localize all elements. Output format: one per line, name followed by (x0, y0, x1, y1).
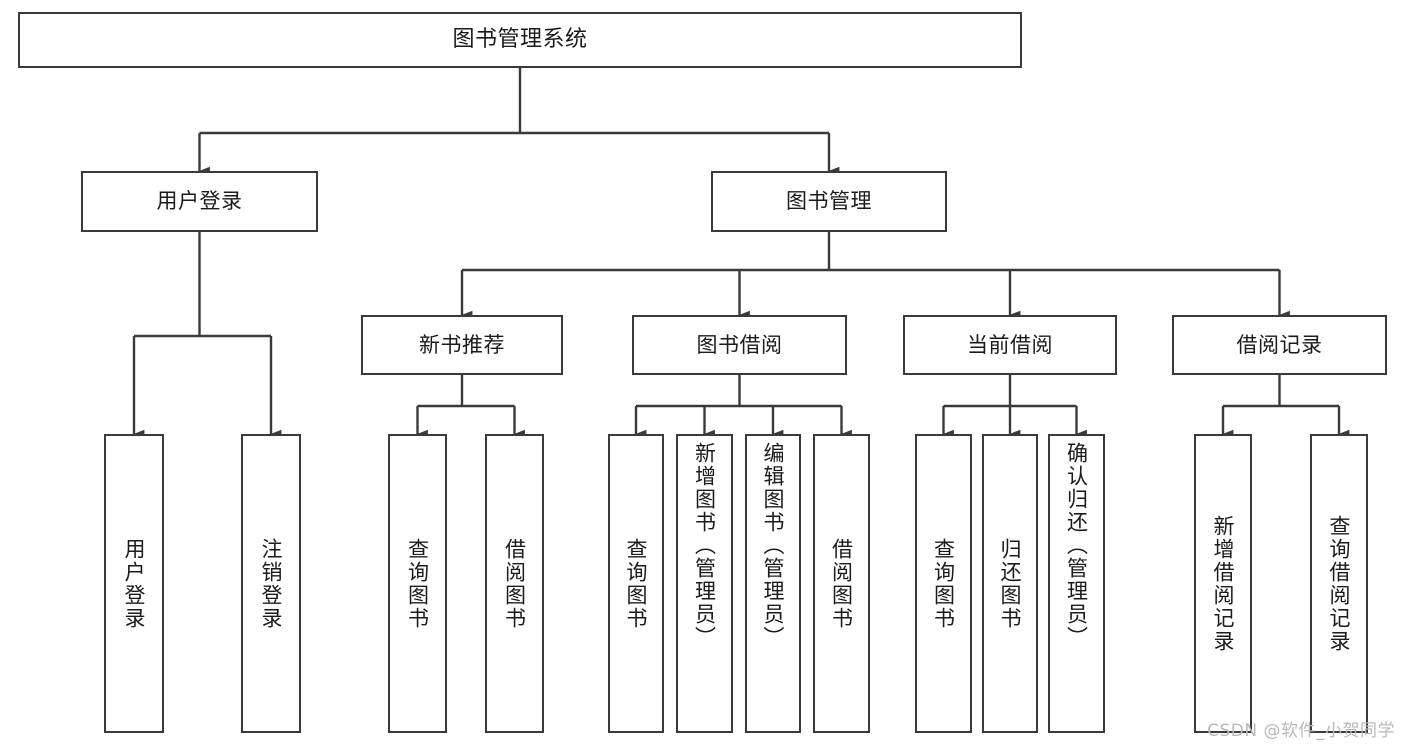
node-l-login[interactable]: 用户登录 (104, 434, 164, 733)
node-label: 图书借阅 (696, 332, 783, 357)
node-root[interactable]: 图书管理系统 (18, 12, 1022, 68)
watermark: CSDN @软件_小贺同学 (1207, 721, 1395, 741)
node-label: 新书推荐 (419, 332, 505, 357)
node-label: 借阅图书 (502, 537, 527, 630)
edges (132, 68, 1350, 439)
node-l-b2[interactable]: 借阅图书 (813, 434, 870, 733)
node-bookmgmt[interactable]: 图书管理 (711, 171, 947, 232)
node-l-logout[interactable]: 注销登录 (241, 434, 301, 733)
node-l-confirm[interactable]: 确认归还（管理员） (1048, 434, 1105, 733)
node-label: 查询借阅记录 (1327, 514, 1352, 653)
node-label: 归还图书 (998, 537, 1023, 630)
node-l-edit[interactable]: 编辑图书（管理员） (745, 434, 801, 733)
node-l-add[interactable]: 新增图书（管理员） (676, 434, 733, 733)
node-label: 用户登录 (156, 189, 243, 214)
node-label: 新增借阅记录 (1211, 514, 1236, 653)
node-l-ret[interactable]: 归还图书 (982, 434, 1038, 733)
node-label: 确认归还（管理员） (1064, 442, 1089, 649)
node-label: 图书管理 (786, 189, 872, 214)
node-label: 当前借阅 (967, 332, 1053, 357)
node-l-b1[interactable]: 借阅图书 (485, 434, 544, 733)
node-label: 借阅图书 (829, 537, 854, 630)
node-l-q3[interactable]: 查询图书 (915, 434, 972, 733)
node-label: 注销登录 (259, 537, 284, 630)
node-newbook[interactable]: 新书推荐 (361, 315, 563, 375)
node-login[interactable]: 用户登录 (81, 171, 318, 232)
node-label: 查询图书 (624, 537, 649, 630)
node-label: 用户登录 (122, 537, 147, 630)
node-label: 编辑图书（管理员） (761, 442, 786, 649)
node-l-qryrec[interactable]: 查询借阅记录 (1310, 434, 1368, 733)
node-label: 新增图书（管理员） (692, 442, 717, 649)
node-borrow[interactable]: 图书借阅 (632, 315, 847, 375)
node-label: 查询图书 (405, 537, 430, 630)
node-current[interactable]: 当前借阅 (903, 315, 1117, 375)
node-label: 查询图书 (931, 537, 956, 630)
node-l-q2[interactable]: 查询图书 (608, 434, 664, 733)
node-label: 图书管理系统 (452, 27, 588, 53)
node-l-q1[interactable]: 查询图书 (388, 434, 447, 733)
node-label: 借阅记录 (1236, 332, 1323, 357)
node-records[interactable]: 借阅记录 (1172, 315, 1387, 375)
node-l-addrec[interactable]: 新增借阅记录 (1194, 434, 1252, 733)
